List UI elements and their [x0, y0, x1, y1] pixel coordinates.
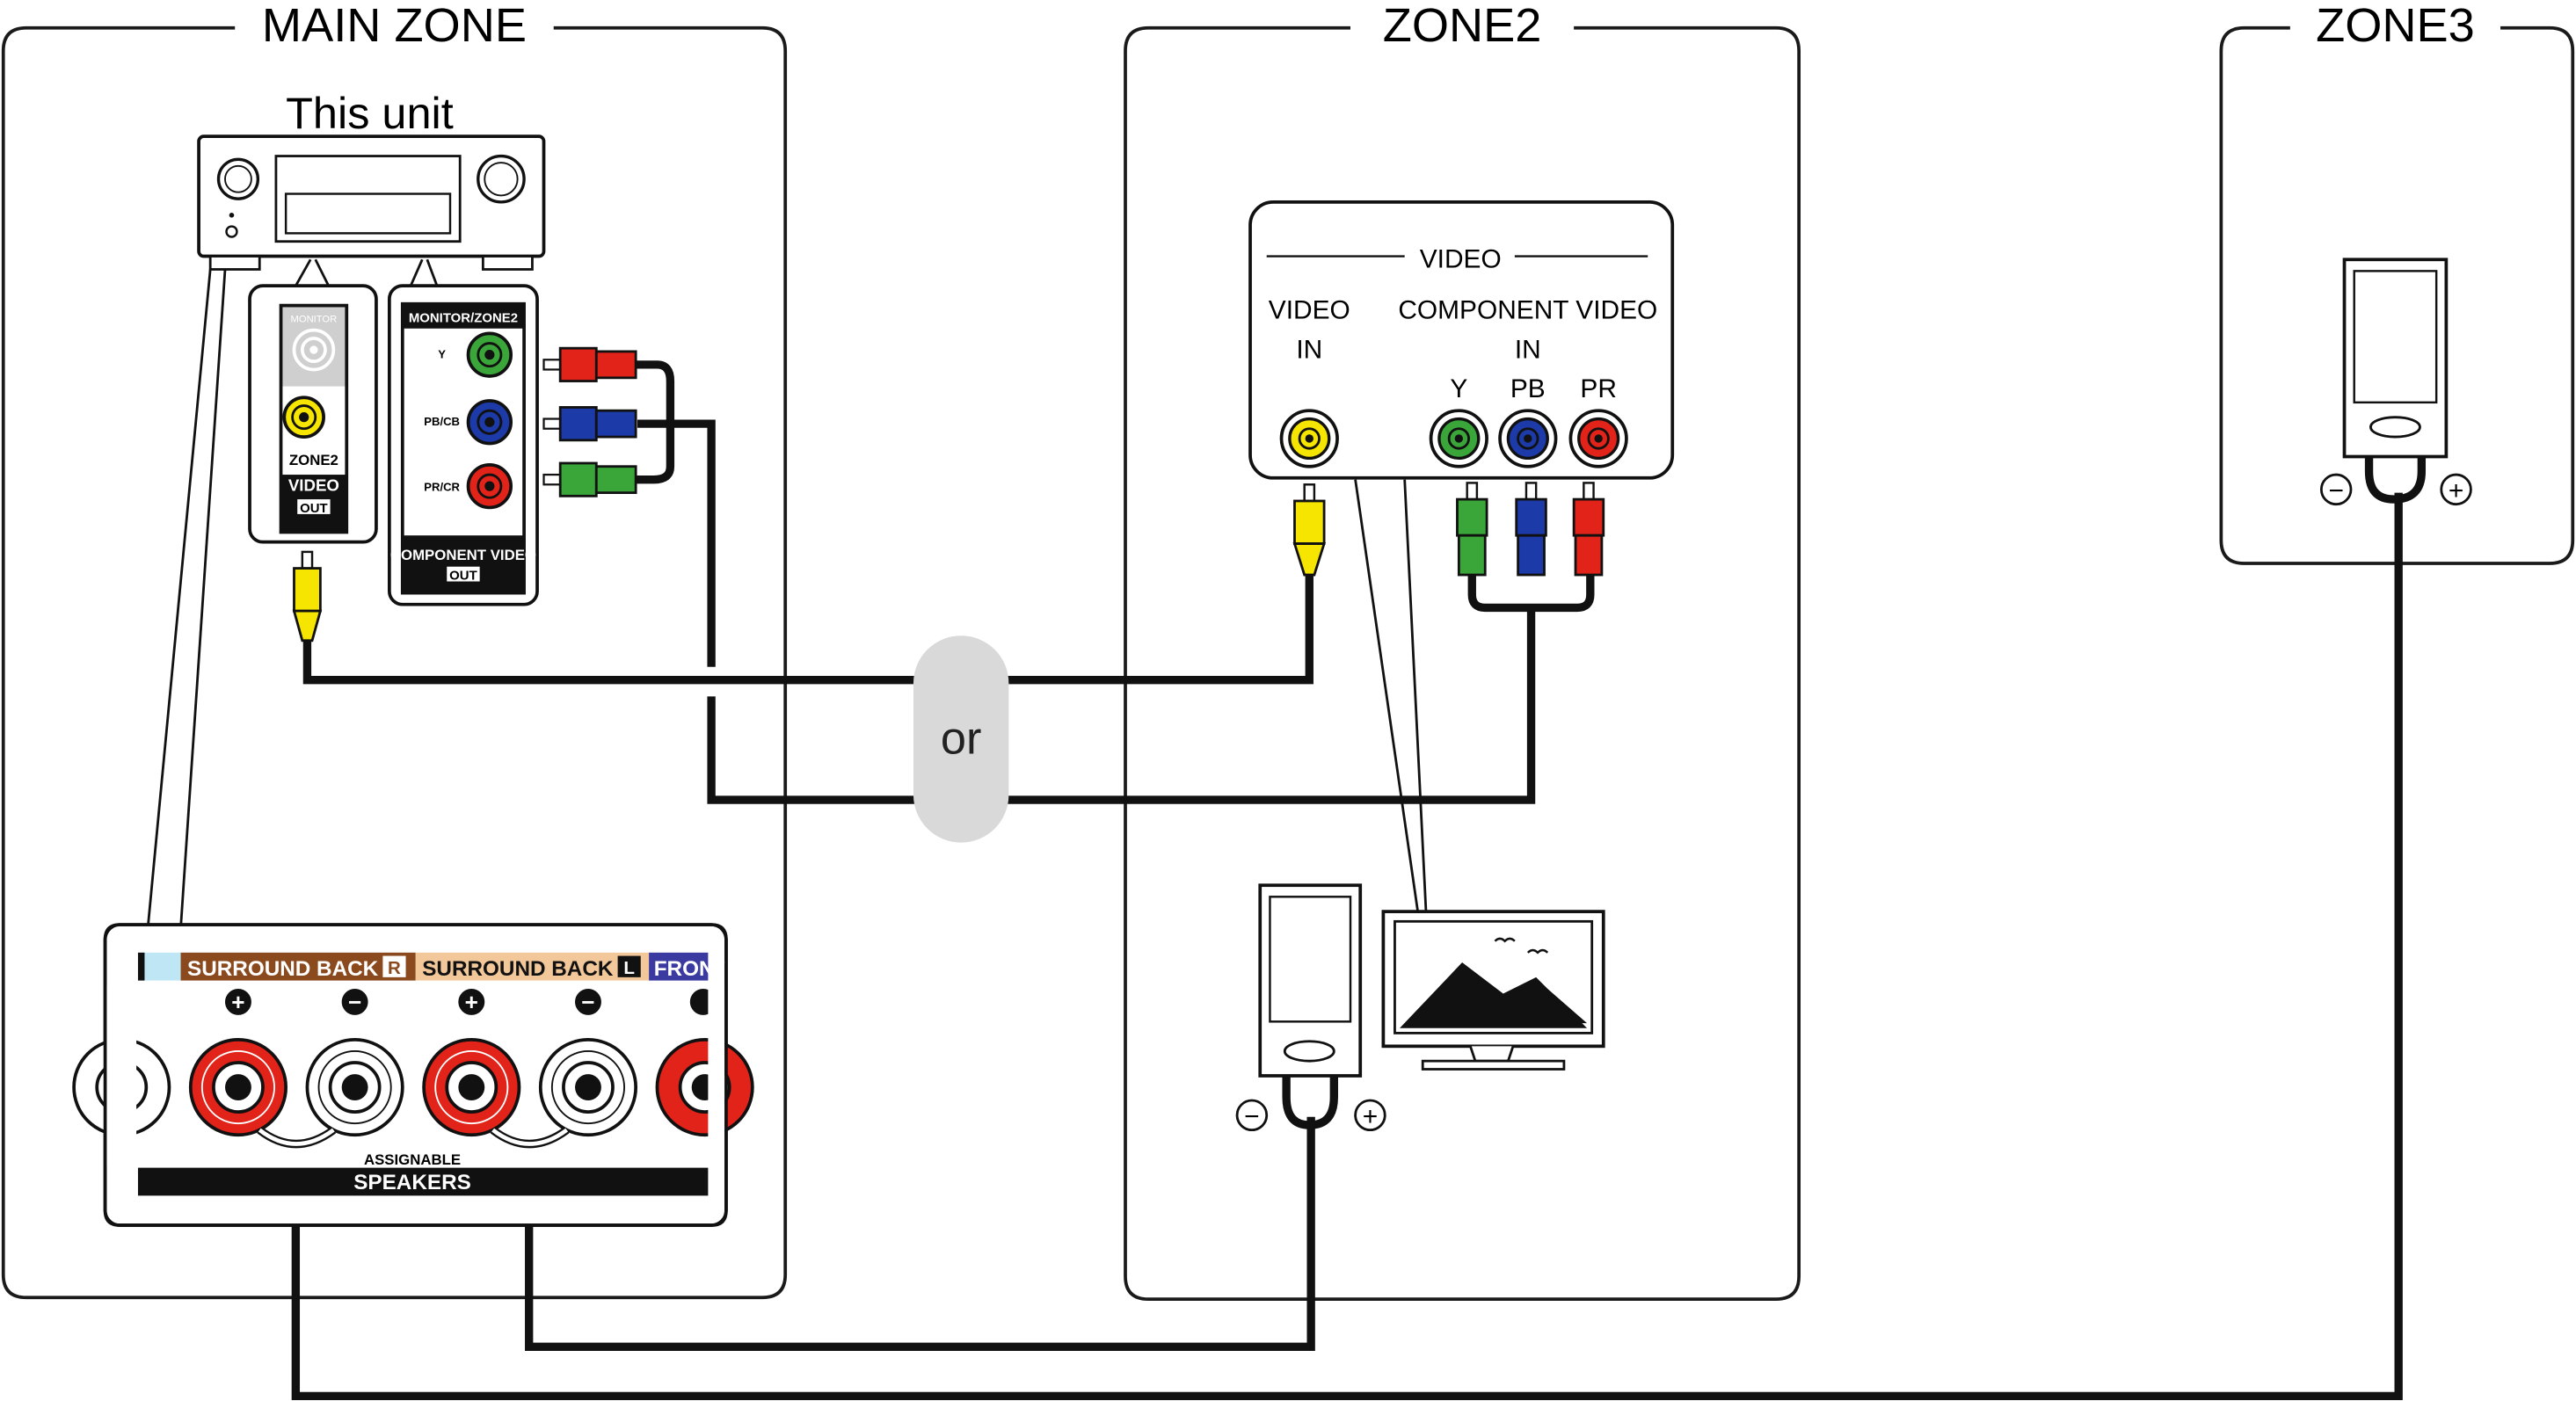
zone3-speaker-cable: [291, 492, 2403, 1401]
tv-video-header: VIDEO: [1420, 245, 1502, 274]
main-zone-title: MAIN ZONE: [262, 0, 527, 52]
zone2-title: ZONE2: [1383, 0, 1542, 52]
component-video-title: COMPONENT VIDEO: [390, 547, 536, 563]
unit-label: This unit: [286, 88, 454, 138]
zone2-speaker-plus: +: [1363, 1102, 1378, 1131]
callout-lines: [146, 258, 1428, 928]
surround-back-l-label: SURROUND BACK: [422, 957, 614, 981]
composite-plug-zone2: [1292, 483, 1327, 577]
zone3-title: ZONE3: [2316, 0, 2475, 52]
cables: [291, 360, 2403, 1401]
minus-marker-1: −: [348, 989, 361, 1015]
zone2-tv: [1381, 910, 1605, 1071]
tv-video-in-line1: VIDEO: [1269, 296, 1350, 325]
zone2-tv-input-panel: VIDEO VIDEO IN COMPONENT VIDEO IN Y PB P…: [1248, 200, 1675, 480]
tv-component-line2: IN: [1515, 335, 1541, 364]
component-video-cable: [637, 419, 1536, 804]
component-y-label: Y: [438, 347, 446, 360]
or-label: or: [941, 714, 982, 765]
speakers-label: SPEAKERS: [353, 1171, 471, 1194]
assignable-label: ASSIGNABLE: [364, 1151, 461, 1168]
composite-video-cable: [302, 571, 1313, 685]
composite-plug-main: [292, 550, 323, 642]
video-out-label: OUT: [300, 501, 328, 516]
zone3-speaker-plus: +: [2449, 476, 2463, 505]
zone3-speaker: − +: [2319, 258, 2472, 506]
av-receiver-unit: This unit: [197, 88, 546, 271]
component-pb-label: PB/CB: [424, 415, 460, 428]
tv-component-line1: COMPONENT VIDEO: [1398, 296, 1657, 325]
plus-marker-2: +: [465, 989, 478, 1015]
video-label: VIDEO: [288, 476, 339, 495]
surround-back-r-badge: R: [388, 958, 401, 978]
zone2-frame: ZONE2: [1124, 0, 1801, 1301]
component-pr-label: PR/CR: [424, 481, 460, 494]
component-header-label: MONITOR/ZONE2: [409, 310, 518, 325]
monitor-label: MONITOR: [291, 314, 338, 324]
tv-pb-label: PB: [1510, 374, 1546, 403]
zone2-speaker: − +: [1235, 883, 1386, 1132]
zone2-speaker-minus: −: [1244, 1102, 1259, 1131]
main-zone-frame: MAIN ZONE: [1, 0, 788, 1300]
tv-y-label: Y: [1450, 374, 1467, 403]
speaker-terminal-panel: SURROUND BACK R SURROUND BACK L FRONT + …: [72, 923, 754, 1227]
or-pill: or: [913, 635, 1009, 843]
zone3-speaker-minus: −: [2328, 476, 2343, 505]
component-out-label: OUT: [449, 569, 477, 584]
minus-marker-2: −: [581, 989, 594, 1015]
video-out-panel: MONITOR ZONE2 VIDEO OUT: [248, 284, 378, 544]
tv-pr-label: PR: [1580, 374, 1617, 403]
component-plugs-main: [542, 346, 637, 497]
zone2-speaker-cable: [525, 1116, 1315, 1351]
zone2-jack-label: ZONE2: [289, 452, 338, 468]
component-plugs-zone2: [1456, 482, 1605, 577]
tv-video-in-line2: IN: [1296, 335, 1322, 364]
front-partial-label: FRONT: [654, 957, 728, 981]
plus-marker-1: +: [231, 989, 244, 1015]
surround-back-l-badge: L: [623, 958, 635, 978]
component-out-panel: MONITOR/ZONE2 Y PB/CB PR/CR COMPONENT VI…: [387, 284, 539, 606]
surround-back-r-label: SURROUND BACK: [187, 957, 379, 981]
